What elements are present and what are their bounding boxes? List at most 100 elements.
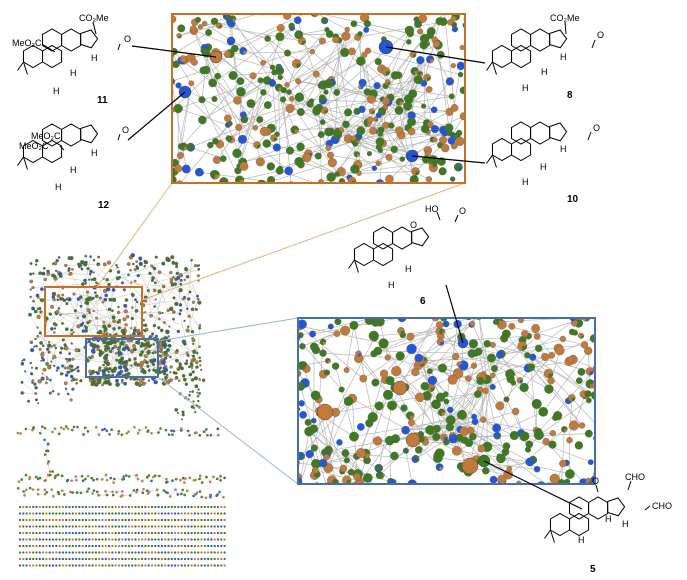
singleton-node (187, 531, 190, 535)
singleton-node (193, 544, 197, 548)
network-node (306, 100, 314, 108)
network-edge (184, 279, 198, 297)
ring-bond (569, 512, 590, 537)
network-node (61, 322, 64, 325)
network-node (46, 347, 50, 351)
network-node-wedge (454, 107, 459, 112)
network-node (382, 97, 390, 106)
network-chain (16, 425, 220, 437)
network-node (55, 258, 59, 263)
singleton-node (210, 518, 213, 522)
singleton-node (197, 557, 200, 561)
singleton-node (81, 564, 84, 567)
network-node-group (28, 253, 202, 386)
network-node-wedge (362, 82, 367, 87)
network-node (364, 47, 372, 54)
network-node (87, 339, 91, 344)
network-node (304, 426, 315, 437)
singleton-node (200, 538, 203, 541)
network-node-wedge (31, 342, 33, 344)
network-node (29, 262, 33, 265)
network-node-wedge (130, 270, 132, 272)
singleton-node (41, 544, 45, 548)
singleton-node (71, 518, 74, 522)
singleton-node (180, 564, 183, 567)
network-node (172, 276, 175, 279)
singleton-node (98, 531, 101, 535)
network-edge (85, 262, 110, 285)
network-node (190, 58, 198, 66)
network-node (54, 346, 58, 350)
network-node (134, 381, 140, 386)
singleton-node (210, 544, 213, 548)
network-node (294, 92, 305, 102)
network-node (586, 397, 592, 404)
singleton-node (78, 525, 81, 528)
network-node (105, 380, 111, 385)
network-node (299, 411, 307, 419)
network-node (122, 477, 126, 481)
network-node (194, 307, 198, 311)
network-node (86, 267, 90, 271)
singleton-node (22, 531, 25, 535)
network-node (195, 491, 199, 494)
network-node-wedge (459, 364, 463, 368)
network-node (84, 281, 88, 285)
network-node-group (174, 359, 206, 421)
network-node (319, 349, 327, 357)
network-edge (337, 486, 345, 488)
singleton-node (35, 525, 38, 528)
singleton-node (127, 505, 131, 509)
network-edge (536, 336, 552, 356)
network-node (131, 306, 134, 309)
network-edge (530, 367, 537, 431)
network-node (101, 300, 105, 304)
network-node (332, 36, 340, 44)
network-node (61, 372, 64, 375)
network-edge (357, 394, 389, 484)
network-node (77, 262, 81, 266)
network-node (363, 88, 371, 96)
singleton-node (213, 557, 216, 561)
singleton-node (197, 544, 200, 548)
network-node (146, 289, 150, 293)
singleton-node (88, 525, 91, 528)
singleton-node (114, 505, 117, 509)
network-node (465, 318, 472, 321)
network-node (174, 277, 178, 281)
network-node (289, 95, 295, 102)
network-node (143, 260, 149, 265)
singleton-node (101, 525, 104, 528)
network-node-wedge (440, 342, 445, 346)
singleton-node (48, 505, 51, 509)
network-node (38, 271, 42, 276)
network-edge (336, 29, 367, 93)
network-node (191, 354, 195, 358)
network-edge (362, 82, 391, 98)
network-node (451, 26, 459, 33)
singleton-node (48, 557, 51, 561)
network-node (567, 355, 575, 363)
network-node (509, 430, 519, 441)
network-edge (298, 29, 328, 36)
singleton-node (74, 512, 78, 515)
network-node (188, 80, 195, 87)
network-node (124, 359, 129, 364)
network-node (58, 313, 62, 317)
network-edge (88, 299, 126, 343)
network-node-wedge (49, 367, 52, 370)
network-node (435, 321, 444, 329)
bond (22, 61, 28, 75)
network-node (23, 494, 26, 497)
network-node (195, 16, 201, 23)
network-node (260, 60, 266, 66)
network-node (134, 298, 137, 302)
network-node (157, 270, 162, 275)
singleton-node (55, 544, 58, 548)
network-node (298, 361, 307, 371)
network-edge (117, 300, 143, 323)
network-edge (172, 81, 187, 170)
singleton-node (68, 557, 71, 561)
singleton-node (190, 512, 193, 515)
singleton-node (223, 518, 226, 522)
